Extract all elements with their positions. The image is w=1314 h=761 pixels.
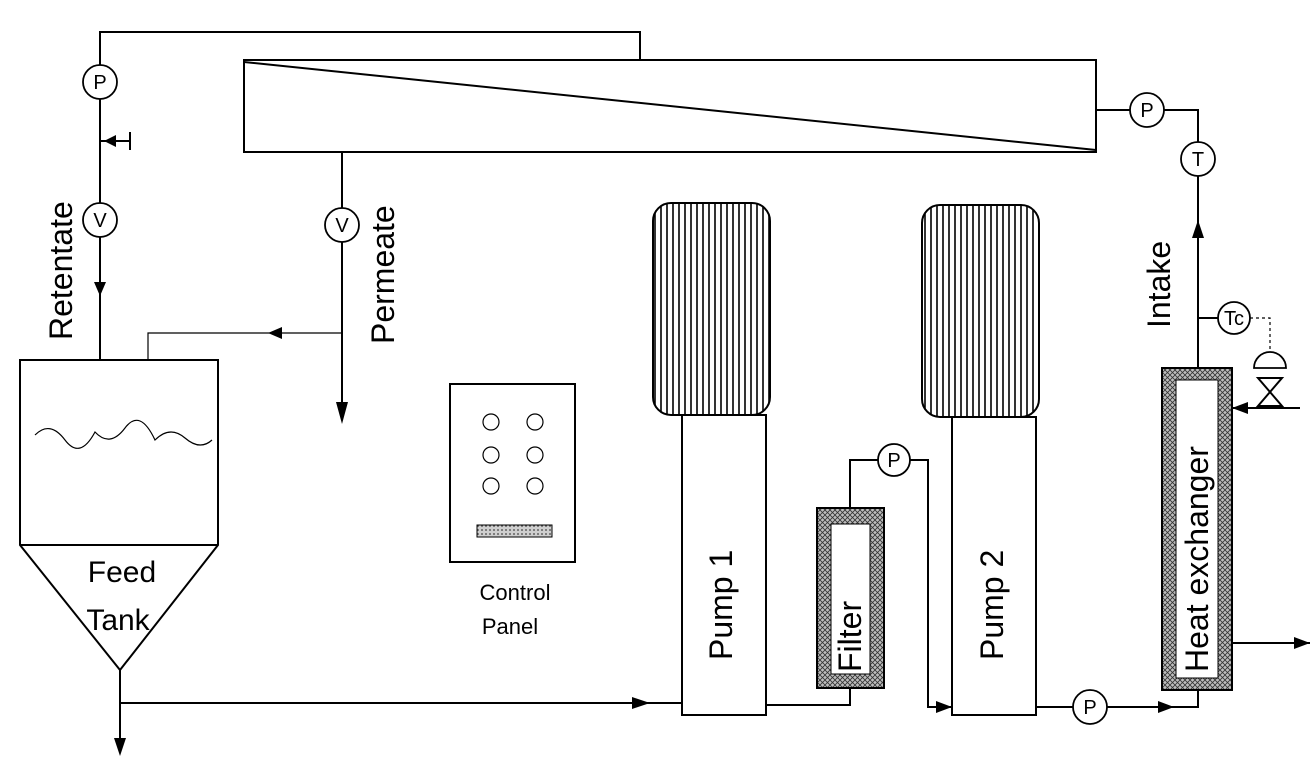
filter: Filter xyxy=(816,507,885,689)
pump-1: Pump 1 xyxy=(652,202,771,716)
pressure-gauge-retentate: P xyxy=(82,64,118,100)
pump-2: Pump 2 xyxy=(921,204,1040,716)
panel-label: Panel xyxy=(482,614,538,639)
tank-label: Tank xyxy=(86,604,150,637)
filter-label: Filter xyxy=(832,601,868,672)
control-panel: Control Panel xyxy=(449,383,576,639)
svg-text:P: P xyxy=(887,450,900,472)
svg-text:V: V xyxy=(93,210,107,232)
valve-permeate: V xyxy=(324,207,360,243)
retentate-line xyxy=(94,31,641,425)
svg-text:Tc: Tc xyxy=(1224,308,1244,330)
filter-line xyxy=(766,459,952,713)
feed-label: Feed xyxy=(88,556,156,589)
pressure-gauge-pump2-outlet: P xyxy=(1072,689,1108,725)
retentate-label: Retentate xyxy=(43,201,79,340)
heat-exchanger: Heat exchanger xyxy=(1161,317,1310,691)
intake-line xyxy=(1096,109,1218,368)
pressure-gauge-module-inlet: P xyxy=(1129,92,1165,128)
heat-exchanger-label: Heat exchanger xyxy=(1179,446,1215,672)
pressure-gauge-filter: P xyxy=(877,443,911,477)
svg-text:P: P xyxy=(1140,100,1153,122)
temperature-sensor: T xyxy=(1180,141,1216,177)
feed-tank: Feed Tank xyxy=(19,359,219,756)
intake-label: Intake xyxy=(1141,241,1177,328)
svg-text:T: T xyxy=(1192,149,1204,171)
pump-2-label: Pump 2 xyxy=(974,550,1010,660)
permeate-label: Permeate xyxy=(365,205,401,344)
svg-text:P: P xyxy=(1083,697,1096,719)
membrane-module xyxy=(243,59,1097,153)
control-label: Control xyxy=(480,580,551,605)
pump-1-label: Pump 1 xyxy=(703,550,739,660)
valve-retentate: V xyxy=(82,202,118,238)
temperature-controller: Tc xyxy=(1217,301,1251,335)
svg-text:V: V xyxy=(335,215,349,237)
svg-text:P: P xyxy=(93,72,106,94)
feed-line xyxy=(120,697,682,709)
pump2-outlet-line xyxy=(1036,690,1199,713)
